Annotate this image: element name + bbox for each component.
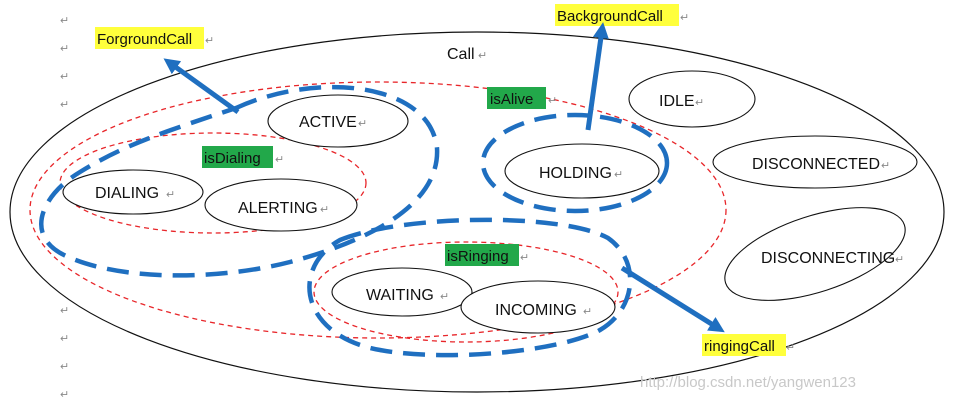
state-holding-label: HOLDING [539, 165, 612, 182]
state-alerting [204, 178, 358, 232]
paragraph-mark: ↵ [60, 333, 69, 345]
state-dialing-label: DIALING [95, 185, 159, 202]
call-outer-ellipse [9, 31, 945, 393]
foreground-call-region [39, 84, 440, 278]
paragraph-mark: ↵ [895, 254, 904, 266]
paragraph-mark: ↵ [548, 95, 557, 107]
is-alive-tag-bg [487, 87, 546, 109]
paragraph-mark: ↵ [786, 342, 795, 354]
ringing-call-tag-bg [702, 334, 786, 356]
ringing-call-tag: ringingCall [704, 338, 775, 355]
is-dialing-tag: isDialing [204, 150, 261, 167]
paragraph-mark: ↵ [478, 50, 487, 62]
background-call-arrow [585, 22, 609, 131]
paragraph-mark: ↵ [520, 252, 529, 264]
is-ringing-tag-bg [445, 244, 519, 266]
state-disconnecting [724, 207, 906, 301]
state-idle [628, 70, 756, 128]
ringing-call-arrow [620, 265, 725, 333]
state-waiting [331, 267, 473, 317]
state-active-label: ACTIVE [299, 114, 357, 131]
watermark-text: http://blog.csdn.net/yangwen123 [640, 374, 856, 391]
is-alive-region [29, 81, 727, 339]
state-active [267, 94, 409, 148]
state-incoming-label: INCOMING [495, 302, 577, 319]
state-idle-label: IDLE [659, 93, 695, 110]
background-call-tag: BackgroundCall [557, 8, 663, 25]
paragraph-mark: ↵ [205, 35, 214, 47]
paragraph-marks: ↵ ↵ ↵ ↵ ↵ ↵ ↵ ↵ [60, 15, 69, 401]
paragraph-mark: ↵ [60, 43, 69, 55]
paragraph-mark: ↵ [320, 204, 329, 216]
paragraph-mark: ↵ [695, 97, 704, 109]
paragraph-mark: ↵ [881, 160, 890, 172]
paragraph-mark: ↵ [60, 15, 69, 27]
paragraph-mark: ↵ [358, 118, 367, 130]
state-alerting-label: ALERTING [238, 200, 318, 217]
foreground-call-tag: ForgroundCall [97, 31, 192, 48]
paragraph-mark: ↵ [440, 291, 449, 303]
state-holding [504, 143, 660, 199]
ringing-call-region [307, 217, 633, 358]
state-waiting-label: WAITING [366, 287, 434, 304]
is-ringing-region [313, 241, 619, 343]
is-alive-tag: isAlive [490, 91, 533, 108]
state-incoming [460, 280, 616, 334]
is-dialing-tag-bg [202, 146, 273, 168]
state-dialing [62, 169, 204, 215]
is-dialing-region [59, 132, 367, 234]
call-label: Call [447, 46, 475, 63]
foreground-call-arrow [163, 58, 240, 115]
paragraph-mark: ↵ [275, 154, 284, 166]
foreground-call-tag-bg [95, 27, 204, 49]
paragraph-mark: ↵ [60, 305, 69, 317]
background-call-region [480, 112, 670, 214]
paragraph-mark: ↵ [166, 189, 175, 201]
paragraph-mark: ↵ [60, 389, 69, 401]
paragraph-mark: ↵ [60, 361, 69, 373]
paragraph-mark: ↵ [583, 306, 592, 318]
is-ringing-tag: isRinging [447, 248, 509, 265]
state-disconnected [712, 135, 918, 189]
state-disconnecting-label: DISCONNECTING [761, 250, 895, 267]
paragraph-mark: ↵ [614, 169, 623, 181]
state-disconnected-label: DISCONNECTED [752, 156, 880, 173]
paragraph-mark: ↵ [680, 12, 689, 24]
paragraph-mark: ↵ [60, 99, 69, 111]
paragraph-mark: ↵ [60, 71, 69, 83]
background-call-tag-bg [555, 4, 679, 26]
